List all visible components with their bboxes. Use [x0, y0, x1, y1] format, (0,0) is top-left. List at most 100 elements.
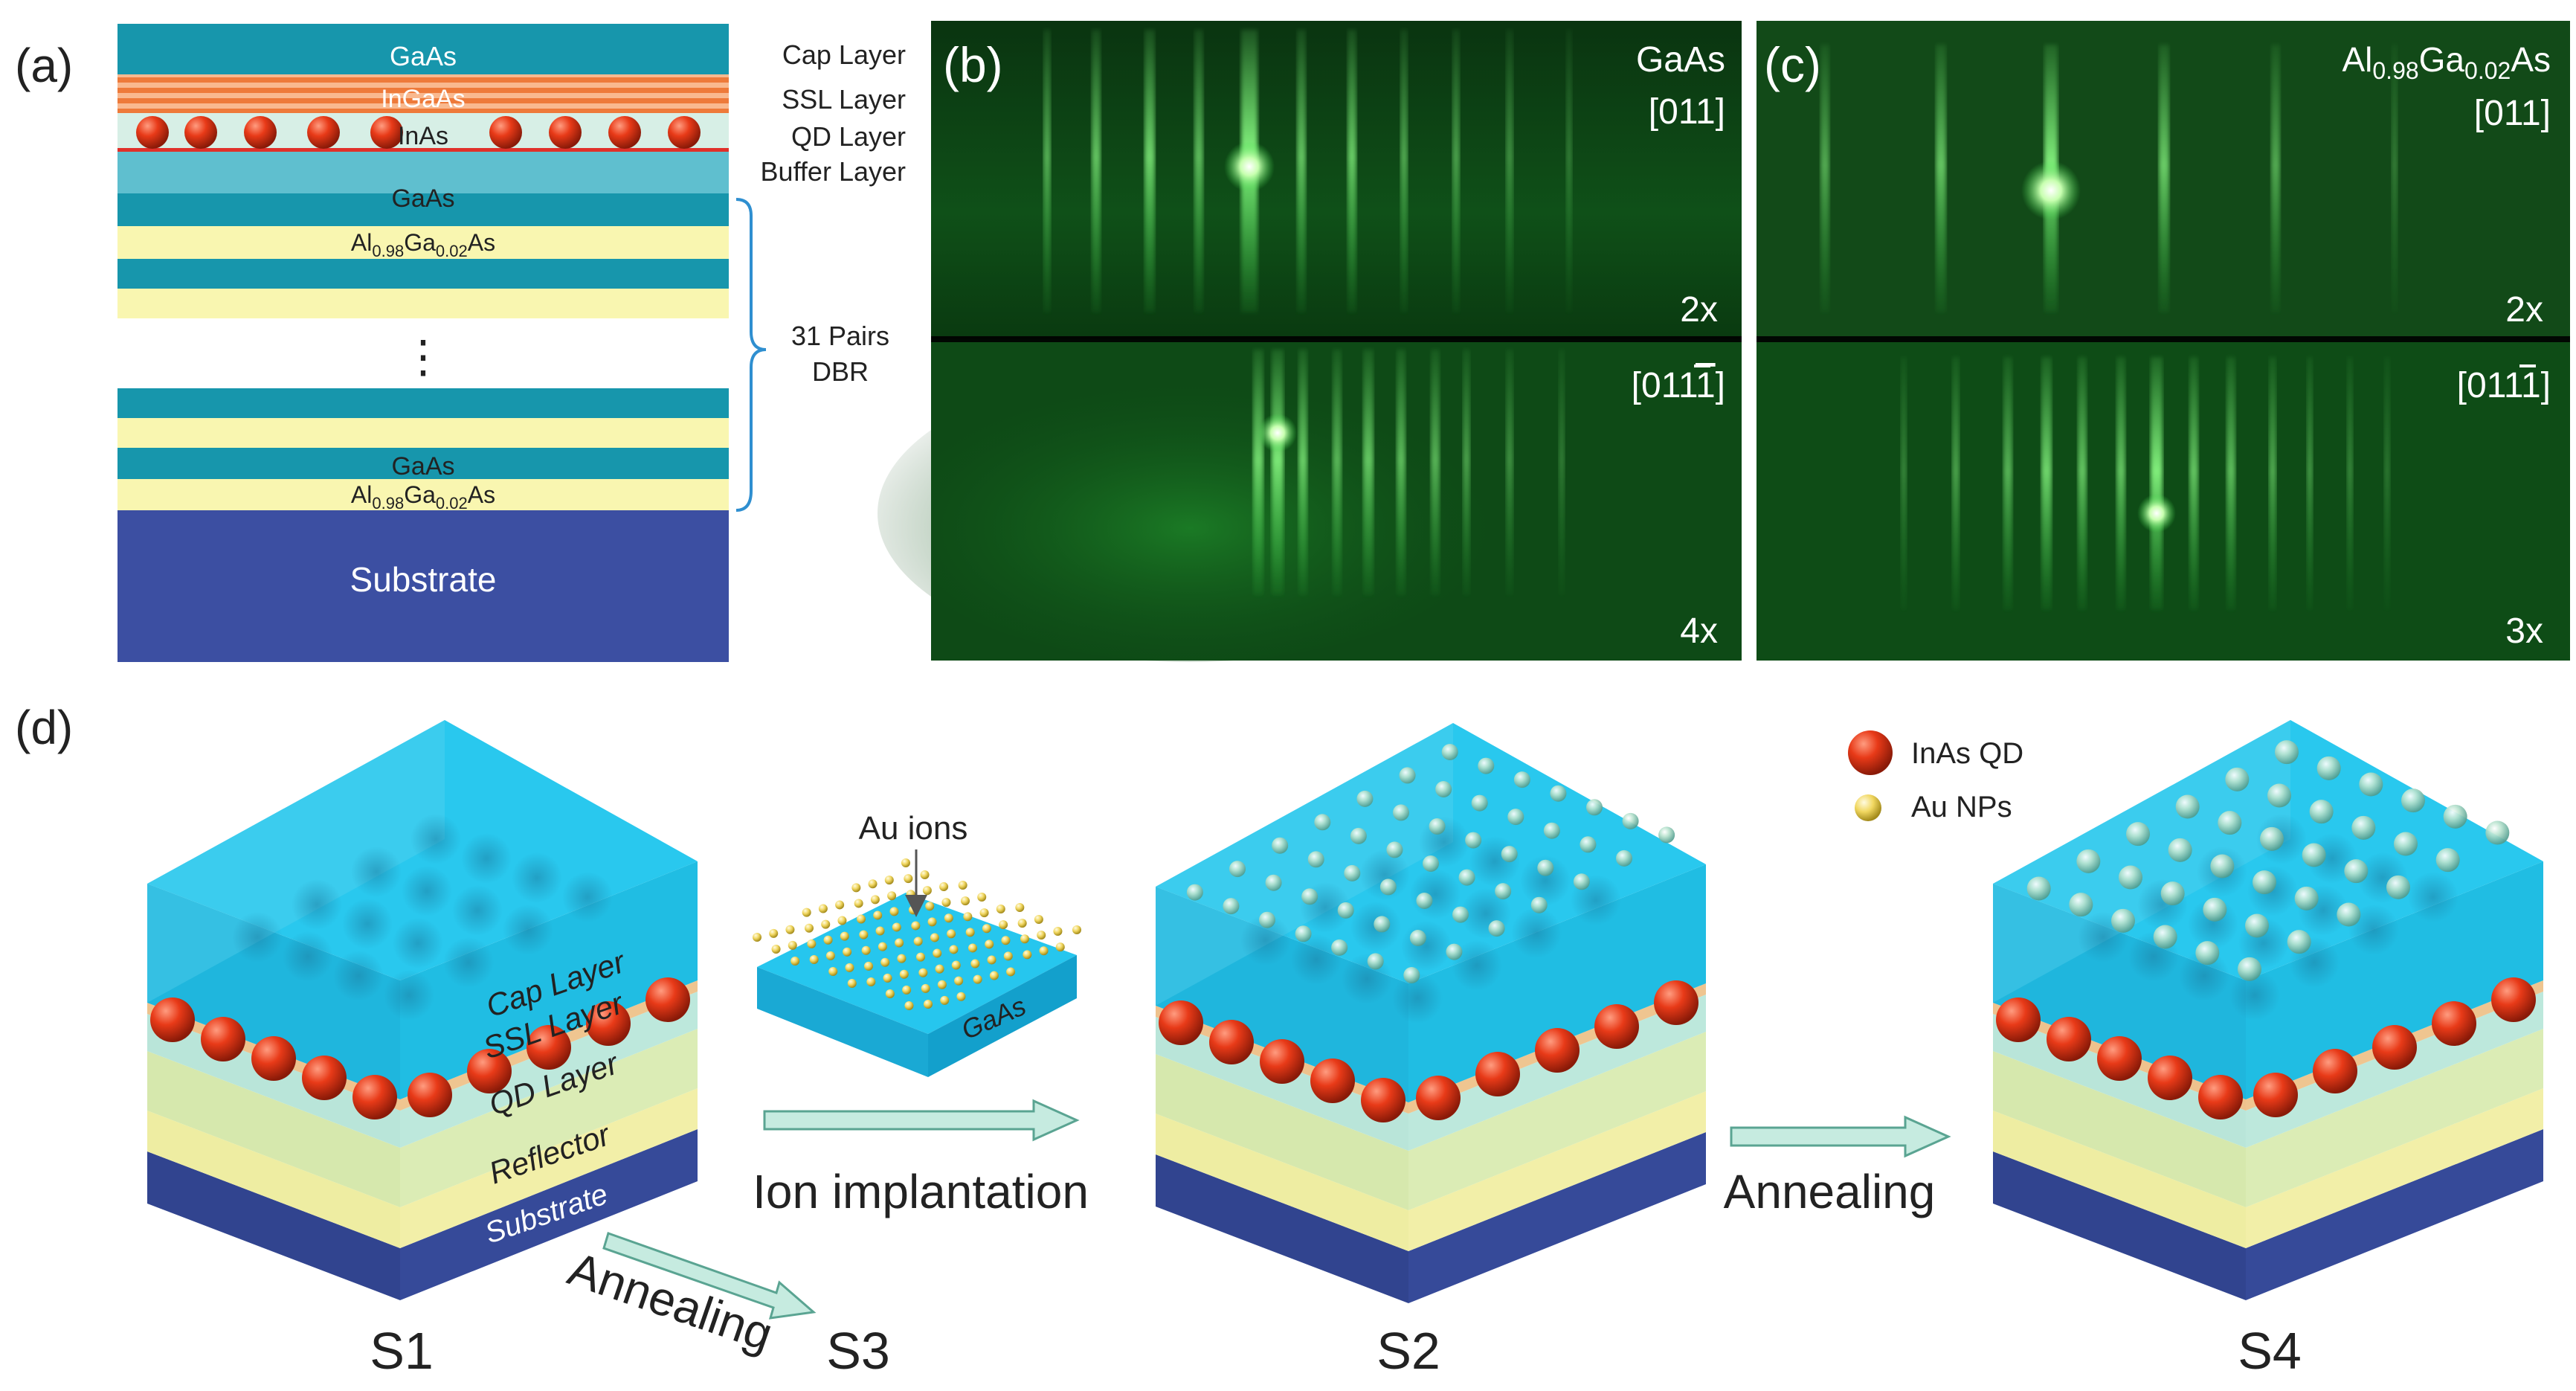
au-np	[1537, 859, 1554, 876]
block-right-face	[1408, 864, 1706, 1102]
au-ion	[979, 908, 989, 918]
au-np	[1435, 781, 1452, 797]
au-ion	[927, 917, 937, 927]
qd-sphere	[1996, 998, 2041, 1042]
panel-label-b: (b)	[943, 37, 1003, 92]
rheed-streak	[2307, 357, 2313, 610]
rheed-streak	[2041, 357, 2052, 610]
block-left-face	[147, 1051, 400, 1207]
qd-sphere	[2097, 1036, 2142, 1081]
rheed-streak	[2078, 357, 2087, 610]
legend-np-text: Au NPs	[1911, 791, 2012, 823]
block-left-face	[1156, 1114, 1408, 1251]
dbr-gaas-top-text: GaAs	[391, 184, 454, 213]
block-right-face	[2246, 861, 2543, 1099]
dbr-algaas-3	[117, 418, 729, 448]
au-np	[2076, 849, 2101, 873]
block-left-face	[1993, 1051, 2246, 1207]
qd-dot	[668, 116, 701, 149]
rheed-c-divider	[1756, 336, 2570, 342]
buried-qd	[1401, 921, 1452, 971]
rheed-streak	[2384, 357, 2390, 610]
buried-qd	[1359, 849, 1410, 900]
au-ion	[937, 980, 947, 989]
au-np	[1501, 846, 1518, 863]
au-np	[1344, 864, 1361, 881]
annealing-label: Annealing	[1724, 1165, 1936, 1218]
qd-dot	[244, 116, 277, 149]
block-left-face	[1156, 1054, 1408, 1210]
buried-qd	[1240, 915, 1291, 966]
au-np	[2485, 820, 2510, 845]
side-label-qd: QD Layer	[791, 121, 906, 152]
buried-qd	[2348, 905, 2399, 955]
au-ion	[909, 905, 918, 915]
au-ion	[989, 971, 999, 980]
au-ion	[922, 886, 932, 896]
block-s1	[147, 720, 698, 1300]
rheed-streak	[1820, 45, 1829, 312]
cap-gaas-text: GaAs	[390, 41, 457, 71]
ion-implantation-label: Ion implantation	[753, 1165, 1089, 1218]
au-ion	[857, 914, 866, 924]
au-np	[1416, 893, 1433, 909]
au-np	[1580, 836, 1597, 853]
block-left-face	[1156, 1154, 1408, 1303]
qd-sphere	[302, 1056, 347, 1100]
dbr-algaas-top	[117, 226, 729, 259]
au-ion	[970, 959, 980, 968]
rheed-b-bottom-streaks	[1253, 350, 1565, 595]
au-np	[2238, 957, 2261, 981]
au-ion	[785, 925, 795, 934]
block-left-face	[1156, 887, 1408, 1102]
au-ion	[1017, 919, 1027, 928]
buried-qd	[232, 912, 283, 963]
au-ion	[1037, 931, 1046, 940]
au-ion	[809, 955, 819, 964]
block-right-face	[400, 1029, 698, 1207]
au-np	[2218, 811, 2242, 835]
au-ion	[954, 976, 964, 986]
au-ion	[851, 883, 861, 893]
au-ion	[987, 955, 996, 965]
au-ion	[947, 929, 956, 939]
au-np	[2126, 822, 2150, 847]
buried-qd	[1291, 934, 1342, 985]
au-np	[2309, 800, 2334, 824]
rheed-b-top-spot	[1224, 141, 1275, 192]
au-ion	[951, 960, 961, 970]
au-np	[2287, 930, 2311, 954]
au-ion	[968, 943, 977, 953]
block-right-face	[400, 861, 698, 1099]
inas-text: InAs	[398, 122, 448, 150]
qd-dot	[370, 116, 403, 149]
au-np	[2386, 875, 2410, 899]
au-ion	[933, 948, 942, 958]
au-ion-array	[753, 858, 1081, 1010]
au-ion	[880, 957, 890, 967]
au-np	[2435, 848, 2460, 873]
au-ion	[939, 882, 949, 891]
au-ion	[802, 907, 811, 917]
au-ion	[807, 939, 817, 948]
au-ion	[977, 893, 987, 902]
buried-qd	[1452, 940, 1502, 991]
rheed-streak	[1333, 350, 1342, 595]
au-ion	[845, 963, 854, 972]
au-ion	[906, 890, 915, 899]
au-ion	[925, 902, 935, 911]
qd-sphere	[251, 1036, 296, 1081]
au-np	[2253, 870, 2276, 895]
rheed-c-bottom-spot	[2137, 494, 2176, 533]
block-left-face	[147, 1151, 400, 1300]
small-block-left	[757, 967, 928, 1077]
au-ion	[924, 1000, 933, 1009]
ion-implant-sketch: Au ions GaAs	[753, 810, 1081, 1077]
block-inner-wall	[1993, 720, 2290, 1003]
block-right-face	[1408, 1132, 1706, 1303]
au-np	[1543, 822, 1560, 839]
qd-dot	[136, 116, 169, 149]
legend-qd-icon	[1848, 730, 1893, 775]
au-ion	[920, 870, 930, 879]
panel-label-d: (d)	[15, 701, 73, 754]
